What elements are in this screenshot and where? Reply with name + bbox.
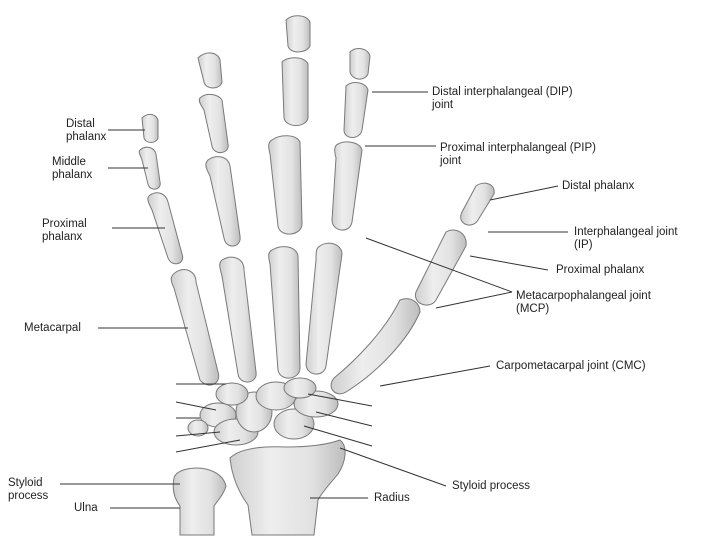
proximal-phalanx-1 bbox=[414, 229, 467, 306]
distal-phalanx-1 bbox=[460, 182, 495, 226]
label-distal-phalanx-right: Distal phalanx bbox=[562, 180, 634, 193]
radius-bone bbox=[229, 439, 346, 536]
metacarpal-1 bbox=[330, 298, 421, 395]
ring-finger bbox=[197, 52, 257, 383]
carpal-bones bbox=[187, 377, 339, 446]
leader-styloid-right bbox=[339, 447, 447, 487]
label-metacarpal-text: Metacarpal bbox=[24, 322, 81, 334]
label-proximal-phalanx-left-line1: Proximal bbox=[42, 218, 87, 230]
label-radius: Radius bbox=[374, 492, 410, 505]
label-proximal-phalanx-right-text: Proximal phalanx bbox=[556, 264, 645, 276]
middle-phalanx-5 bbox=[138, 146, 161, 190]
leader-mcp-a bbox=[365, 237, 513, 293]
proximal-phalanx-2 bbox=[331, 141, 363, 231]
distal-phalanx-2 bbox=[349, 48, 371, 80]
middle-finger bbox=[268, 15, 311, 379]
label-styloid-right-text: Styloid process bbox=[452, 480, 530, 492]
proximal-phalanx-4 bbox=[205, 156, 241, 247]
distal-phalanx-5 bbox=[141, 113, 159, 143]
leader-mcp-b bbox=[435, 291, 513, 309]
label-cmc-text: Carpometacarpal joint (CMC) bbox=[496, 360, 646, 372]
index-finger bbox=[305, 48, 371, 375]
label-ulna: Ulna bbox=[74, 502, 98, 515]
label-styloid-left-line1: Styloid bbox=[8, 477, 43, 489]
label-cmc-joint: Carpometacarpal joint (CMC) bbox=[496, 360, 646, 373]
label-proximal-phalanx-left: Proximal phalanx bbox=[42, 218, 87, 244]
label-pip-line2: joint bbox=[440, 155, 462, 167]
label-styloid-process-left: Styloid process bbox=[8, 477, 48, 503]
label-dip-line1: Distal interphalangeal (DIP) bbox=[432, 86, 573, 98]
leader-carpal-6 bbox=[307, 393, 373, 407]
label-middle-phalanx-line1: Middle bbox=[52, 156, 86, 168]
label-dip-line2: joint bbox=[432, 99, 454, 111]
leader-distal-phalanx-right bbox=[489, 185, 559, 201]
label-distal-phalanx-left-line1: Distal bbox=[66, 118, 95, 130]
label-styloid-process-right: Styloid process bbox=[452, 480, 530, 493]
distal-phalanx-3 bbox=[285, 15, 311, 53]
label-pip-line1: Proximal interphalangeal (PIP) bbox=[440, 142, 596, 154]
label-ip-line1: Interphalangeal joint bbox=[574, 226, 678, 238]
label-proximal-phalanx-left-line2: phalanx bbox=[42, 231, 83, 243]
proximal-phalanx-5 bbox=[147, 192, 184, 265]
little-finger bbox=[138, 113, 220, 386]
label-distal-phalanx-left: Distal phalanx bbox=[66, 118, 106, 144]
metacarpal-3 bbox=[268, 246, 301, 379]
leader-proximal-phalanx-right bbox=[469, 255, 549, 271]
middle-phalanx-4 bbox=[198, 93, 229, 153]
leader-carpal-7 bbox=[315, 411, 373, 427]
leader-carpal-2 bbox=[175, 401, 217, 411]
thumb bbox=[330, 182, 495, 395]
label-radius-text: Radius bbox=[374, 492, 410, 504]
metacarpal-4 bbox=[219, 256, 257, 383]
label-middle-phalanx: Middle phalanx bbox=[52, 156, 92, 182]
forearm-bones bbox=[172, 439, 346, 536]
label-interphalangeal-joint: Interphalangeal joint (IP) bbox=[574, 226, 678, 252]
label-pip-joint: Proximal interphalangeal (PIP) joint bbox=[440, 142, 596, 168]
label-metacarpal: Metacarpal bbox=[24, 322, 81, 335]
label-ulna-text: Ulna bbox=[74, 502, 98, 514]
proximal-phalanx-3 bbox=[268, 135, 303, 235]
leader-carpal-4 bbox=[175, 431, 221, 437]
ulna-bone bbox=[172, 467, 227, 536]
label-mcp-line1: Metacarpophalangeal joint bbox=[516, 290, 651, 302]
metacarpal-5 bbox=[170, 269, 220, 386]
leader-carpal-8 bbox=[303, 425, 373, 447]
leader-carpal-5 bbox=[175, 439, 241, 453]
label-styloid-left-line2: process bbox=[8, 490, 49, 502]
middle-phalanx-3 bbox=[281, 57, 309, 126]
label-ip-line2: (IP) bbox=[574, 239, 593, 251]
middle-phalanx-2 bbox=[343, 82, 369, 138]
label-mcp-line2: (MCP) bbox=[516, 303, 550, 315]
metacarpal-2 bbox=[305, 242, 343, 375]
distal-phalanx-4 bbox=[197, 52, 223, 89]
leader-cmc bbox=[379, 365, 491, 387]
label-proximal-phalanx-right: Proximal phalanx bbox=[556, 264, 644, 277]
label-middle-phalanx-line2: phalanx bbox=[52, 169, 93, 181]
label-dip-joint: Distal interphalangeal (DIP) joint bbox=[432, 86, 573, 112]
label-distal-phalanx-left-line2: phalanx bbox=[66, 131, 107, 143]
leader-lines bbox=[60, 91, 568, 509]
label-distal-phalanx-right-text: Distal phalanx bbox=[562, 180, 635, 192]
label-mcp-joint: Metacarpophalangeal joint (MCP) bbox=[516, 290, 651, 316]
